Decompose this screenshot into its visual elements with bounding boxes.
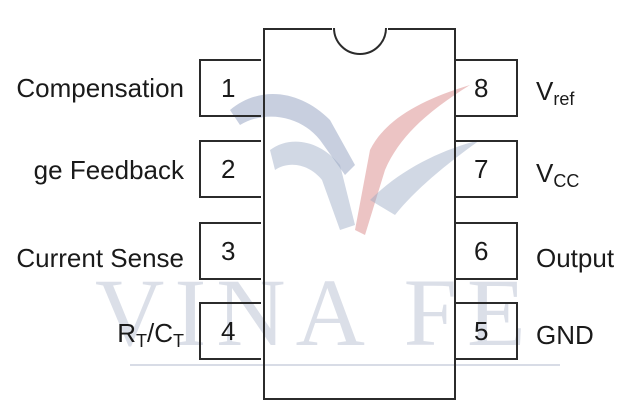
- pin-6-number: 6: [474, 236, 489, 266]
- pin-1: 1: [199, 59, 261, 117]
- orientation-notch-icon: [332, 27, 388, 55]
- pin-2-number: 2: [221, 154, 236, 184]
- pin-7: 7: [456, 140, 518, 198]
- pin-7-label: VCC: [536, 158, 580, 191]
- pin-8-number: 8: [474, 73, 489, 103]
- pin-6-label: Output: [536, 243, 615, 273]
- pin-2: 2: [199, 140, 261, 198]
- pin-1-number: 1: [221, 73, 236, 103]
- pin-3-number: 3: [221, 236, 236, 266]
- ic-package-body: [263, 28, 456, 400]
- pin-4-number: 4: [221, 316, 236, 346]
- pin-5-number: 5: [474, 316, 489, 346]
- pin-7-number: 7: [474, 154, 489, 184]
- pin-5-label: GND: [536, 320, 594, 350]
- pin-3: 3: [199, 222, 261, 280]
- pin-2-label: ge Feedback: [33, 155, 184, 185]
- pin-6: 6: [456, 222, 518, 280]
- pin-1-label: Compensation: [16, 73, 184, 103]
- pin-4-label: RT/CT: [117, 318, 184, 351]
- pin-8: 8: [456, 59, 518, 117]
- pin-3-label: Current Sense: [16, 243, 184, 273]
- pin-8-label: Vref: [536, 76, 575, 109]
- pin-4: 4: [199, 302, 261, 360]
- pin-5: 5: [456, 302, 518, 360]
